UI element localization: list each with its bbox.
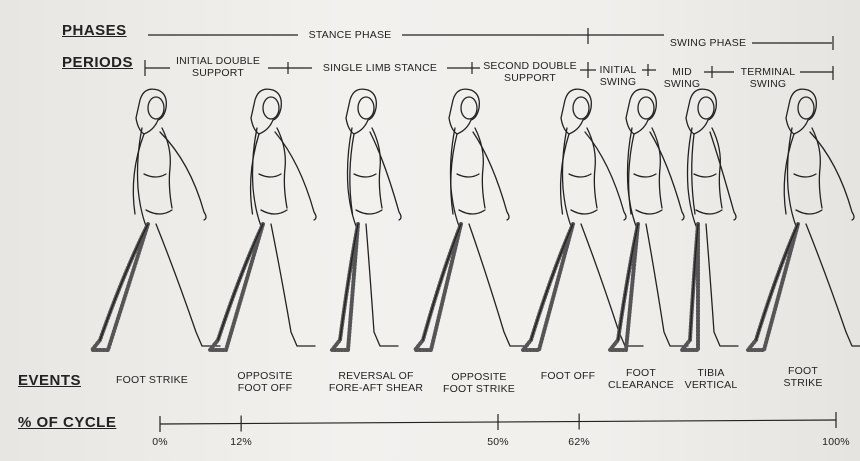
period-initial-double-support-line2: SUPPORT xyxy=(176,67,260,79)
figure-arm-front xyxy=(160,132,206,220)
figure-clothing xyxy=(569,174,597,214)
figure-head xyxy=(698,97,714,119)
figure-hair xyxy=(561,89,591,134)
period-terminal-swing-line1: TERMINAL xyxy=(741,66,796,78)
walking-figure xyxy=(523,89,643,350)
walking-figure xyxy=(748,89,860,350)
figure-hair xyxy=(251,89,281,134)
cycle-tick-label: 50% xyxy=(487,436,509,448)
figure-hair xyxy=(136,89,166,134)
event-reversal-shear: REVERSAL OF FORE-AFT SHEAR xyxy=(329,370,423,394)
figure-arm-front xyxy=(370,132,401,220)
event-foot-strike-line1: FOOT STRIKE xyxy=(116,374,188,386)
figure-hair xyxy=(346,89,376,134)
event-foot-strike: FOOT STRIKE xyxy=(116,374,188,386)
swing-phase-label: SWING PHASE xyxy=(670,37,746,49)
figure-head xyxy=(263,97,279,119)
event-opposite-foot-off: OPPOSITE FOOT OFF xyxy=(237,370,292,394)
figure-leg-lead xyxy=(271,224,315,346)
period-initial-double-support: INITIAL DOUBLE SUPPORT xyxy=(176,55,260,79)
event-foot-strike-end-line2: STRIKE xyxy=(783,377,822,389)
period-mid-swing: MID SWING xyxy=(664,66,701,90)
stance-phase-label: STANCE PHASE xyxy=(309,29,392,41)
walking-figure xyxy=(332,89,401,350)
figure-hair xyxy=(786,89,816,134)
period-initial-double-support-line1: INITIAL DOUBLE xyxy=(176,55,260,67)
cycle-tick-label: 62% xyxy=(568,436,590,448)
figure-arm-front xyxy=(810,132,854,220)
event-reversal-line1: REVERSAL OF xyxy=(329,370,423,382)
figure-arm-front xyxy=(275,132,316,220)
period-terminal-swing-line2: SWING xyxy=(741,78,796,90)
cycle-axis xyxy=(160,412,836,432)
figure-clothing xyxy=(259,174,287,214)
event-foot-off: FOOT OFF xyxy=(541,370,596,382)
period-initial-swing: INITIAL SWING xyxy=(600,64,637,88)
figure-hair xyxy=(686,89,716,134)
event-opposite-foot-strike: OPPOSITE FOOT STRIKE xyxy=(443,371,515,395)
walking-figure xyxy=(210,89,316,350)
figure-clothing xyxy=(634,174,662,214)
figure-clothing xyxy=(144,174,172,214)
figure-arm-front xyxy=(473,132,509,220)
figure-hair xyxy=(626,89,656,134)
period-mid-swing-line1: MID xyxy=(664,66,701,78)
walking-figure xyxy=(415,89,528,350)
figure-clothing xyxy=(794,174,822,214)
period-initial-swing-line1: INITIAL xyxy=(600,64,637,76)
event-foot-strike-end: FOOT STRIKE xyxy=(783,365,822,389)
cycle-tick-label: 0% xyxy=(152,436,168,448)
cycle-tick-label: 100% xyxy=(822,436,850,448)
period-second-double-support: SECOND DOUBLE SUPPORT xyxy=(483,60,577,84)
figure-clothing xyxy=(354,174,382,214)
event-reversal-line2: FORE-AFT SHEAR xyxy=(329,382,423,394)
period-mid-swing-line2: SWING xyxy=(664,78,701,90)
period-second-double-support-line1: SECOND DOUBLE xyxy=(483,60,577,72)
walking-figure xyxy=(610,89,688,350)
walking-figures xyxy=(92,89,860,350)
figure-clothing xyxy=(694,174,722,214)
figure-leg-lead xyxy=(366,224,398,346)
figure-head xyxy=(358,97,374,119)
event-foot-clearance-line2: CLEARANCE xyxy=(608,379,674,391)
period-initial-swing-line2: SWING xyxy=(600,76,637,88)
period-terminal-swing: TERMINAL SWING xyxy=(741,66,796,90)
figure-head xyxy=(148,97,164,119)
event-opposite-foot-off-line2: FOOT OFF xyxy=(237,382,292,394)
figure-leg-lead xyxy=(806,224,860,346)
figure-head xyxy=(573,97,589,119)
figure-arm-front xyxy=(710,132,736,220)
figure-arm-front xyxy=(585,132,626,220)
event-foot-clearance: FOOT CLEARANCE xyxy=(608,367,674,391)
figure-hair xyxy=(449,89,479,134)
cycle-tick-label: 12% xyxy=(230,436,252,448)
event-opposite-foot-strike-line1: OPPOSITE xyxy=(443,371,515,383)
event-tibia-vertical: TIBIA VERTICAL xyxy=(685,367,738,391)
figure-clothing xyxy=(457,174,485,214)
figure-leg-lead xyxy=(156,224,220,346)
event-tibia-vertical-line2: VERTICAL xyxy=(685,379,738,391)
event-foot-off-line1: FOOT OFF xyxy=(541,370,596,382)
period-single-limb-stance: SINGLE LIMB STANCE xyxy=(323,62,437,74)
walking-figure xyxy=(682,89,738,350)
event-foot-clearance-line1: FOOT xyxy=(608,367,674,379)
event-foot-strike-end-line1: FOOT xyxy=(783,365,822,377)
figure-head xyxy=(461,97,477,119)
event-opposite-foot-strike-line2: FOOT STRIKE xyxy=(443,383,515,395)
walking-figure xyxy=(92,89,220,350)
figure-leg-lead xyxy=(646,224,688,346)
period-second-double-support-line2: SUPPORT xyxy=(483,72,577,84)
figure-head xyxy=(638,97,654,119)
figure-head xyxy=(798,97,814,119)
figure-leg-lead xyxy=(469,224,528,346)
figure-arm-front xyxy=(650,132,684,220)
figure-leg-lead xyxy=(706,224,738,346)
event-tibia-vertical-line1: TIBIA xyxy=(685,367,738,379)
event-opposite-foot-off-line1: OPPOSITE xyxy=(237,370,292,382)
